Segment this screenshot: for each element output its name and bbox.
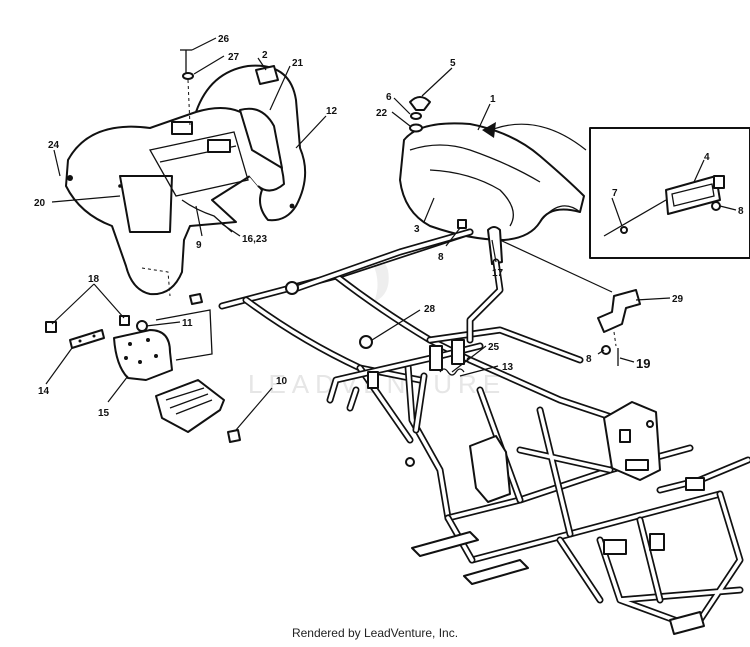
callout-12: 12	[326, 106, 338, 117]
mud-flap-group	[45, 293, 241, 443]
fender-screw	[180, 49, 194, 127]
grab-bar	[487, 226, 503, 265]
callout-2: 2	[262, 50, 268, 61]
callout-19: 19	[636, 356, 650, 371]
callout-10: 10	[276, 376, 288, 387]
callout-7: 7	[612, 188, 618, 199]
detail-arrow	[485, 123, 587, 151]
callout-27: 27	[228, 52, 240, 63]
callout-numbers: 26 27 2 21 12 24 20 9 16,23 18 11 14 15 …	[34, 34, 744, 419]
fender-clip	[255, 65, 279, 85]
frame	[218, 228, 750, 635]
callout-26: 26	[218, 34, 230, 45]
callout-24: 24	[48, 140, 60, 151]
callout-9: 9	[196, 240, 202, 251]
callout-14: 14	[38, 386, 50, 397]
callout-8-bracket: 8	[586, 354, 592, 365]
callout-8-seat: 8	[438, 252, 444, 263]
leader-lines	[45, 37, 737, 431]
callout-17: 17	[492, 268, 504, 279]
callout-3: 3	[414, 224, 420, 235]
callout-29: 29	[672, 294, 684, 305]
callout-21: 21	[292, 58, 304, 69]
latch-bracket	[499, 239, 641, 366]
seat-stud	[457, 219, 467, 229]
callout-25: 25	[488, 342, 500, 353]
callout-15: 15	[98, 408, 110, 419]
callout-5: 5	[450, 58, 456, 69]
callout-11: 11	[182, 318, 193, 329]
callout-8-latch: 8	[738, 206, 744, 217]
callout-18: 18	[88, 274, 100, 285]
callout-6: 6	[386, 92, 392, 103]
callout-28: 28	[424, 304, 436, 315]
seat-hardware	[409, 96, 431, 133]
rendered-by-footer: Rendered by LeadVenture, Inc.	[291, 626, 459, 640]
rear-fender	[65, 64, 307, 297]
callout-13: 13	[502, 362, 514, 373]
callout-1: 1	[490, 94, 496, 105]
callout-16-23: 16,23	[242, 234, 267, 245]
seat	[399, 122, 585, 241]
callout-4: 4	[704, 152, 710, 163]
callout-20: 20	[34, 198, 46, 209]
callout-22: 22	[376, 108, 388, 119]
seat-latch-detail	[589, 127, 750, 259]
